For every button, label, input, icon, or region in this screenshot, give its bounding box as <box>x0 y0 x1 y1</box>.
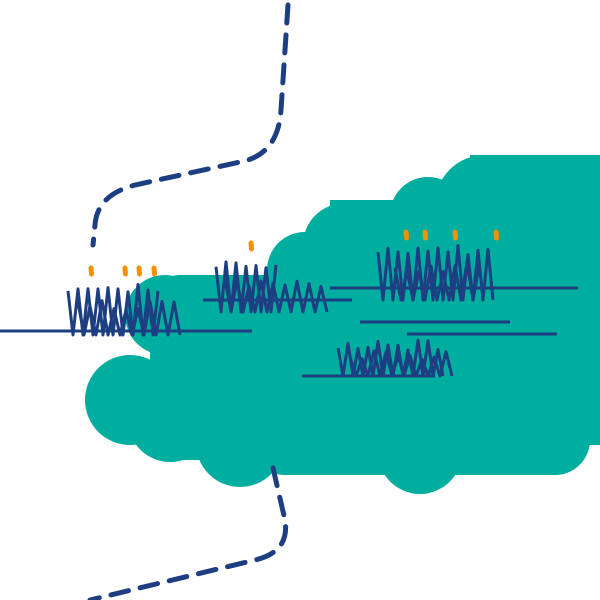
reed-flower-icon <box>125 268 126 274</box>
reed-flower-icon <box>425 232 426 238</box>
water-area <box>85 155 600 494</box>
reed-flower-icon <box>406 232 407 238</box>
reed-flower-icon <box>251 243 252 249</box>
reed-flower-icon <box>496 232 497 238</box>
reed-flower-icon <box>154 268 155 274</box>
reed-flower-icon <box>455 232 456 238</box>
reed-flower-icon <box>139 268 140 274</box>
reed-flower-icon <box>91 268 92 274</box>
